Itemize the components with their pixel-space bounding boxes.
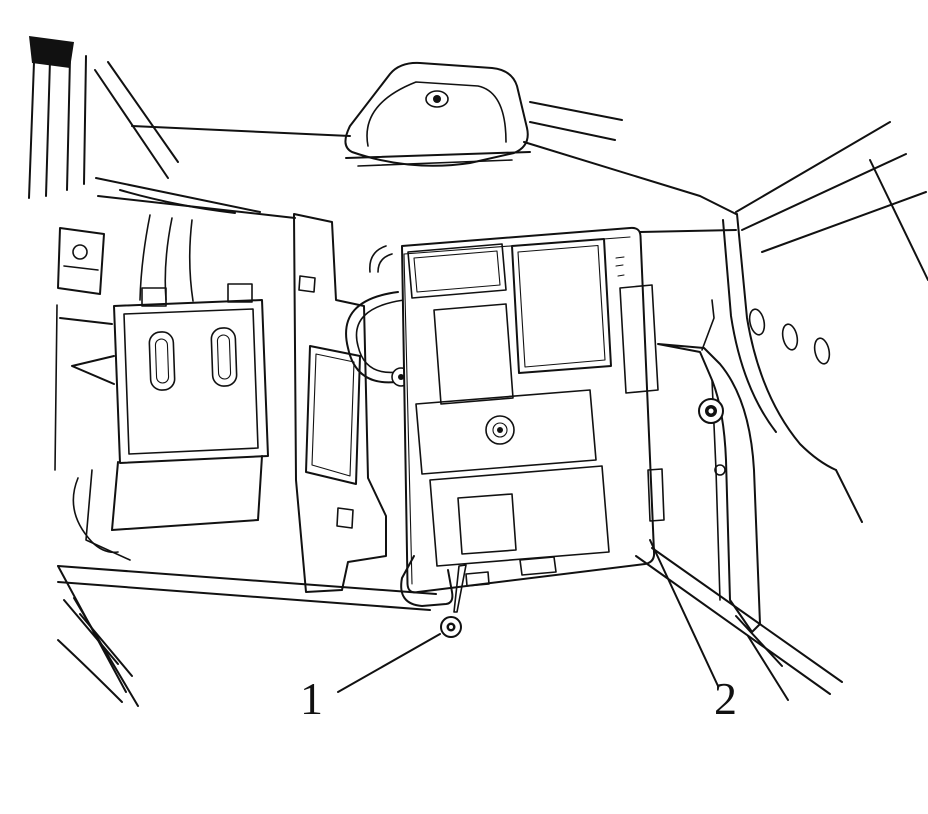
left-module bbox=[71, 283, 269, 561]
fuse-block bbox=[400, 226, 665, 613]
callout-1-label: 1 bbox=[300, 673, 323, 724]
callout-1-leader bbox=[337, 633, 441, 693]
dash-beam-lines bbox=[97, 101, 928, 281]
callout-2-label: 2 bbox=[714, 673, 737, 724]
callout-2-leader bbox=[649, 539, 719, 687]
callout-1: 1 bbox=[300, 633, 441, 724]
bolt-1 bbox=[440, 616, 462, 638]
cowl-structure-lines bbox=[28, 36, 261, 471]
right-bracket bbox=[657, 299, 783, 667]
relay-cover bbox=[511, 238, 612, 374]
stamped-marks bbox=[615, 256, 625, 277]
mount-pad bbox=[344, 61, 531, 167]
side-connector bbox=[619, 284, 659, 394]
bottom-tabs bbox=[465, 468, 665, 587]
mini-fuse-field-upper bbox=[433, 303, 514, 405]
right-panel bbox=[722, 213, 863, 523]
wire-harness bbox=[345, 245, 411, 387]
top-connector bbox=[407, 243, 507, 299]
fuse-field-lower bbox=[429, 465, 610, 567]
center-bracket bbox=[293, 213, 387, 593]
center-connector bbox=[415, 389, 597, 475]
callout-2: 2 bbox=[649, 539, 737, 724]
mount-ear bbox=[400, 555, 467, 613]
